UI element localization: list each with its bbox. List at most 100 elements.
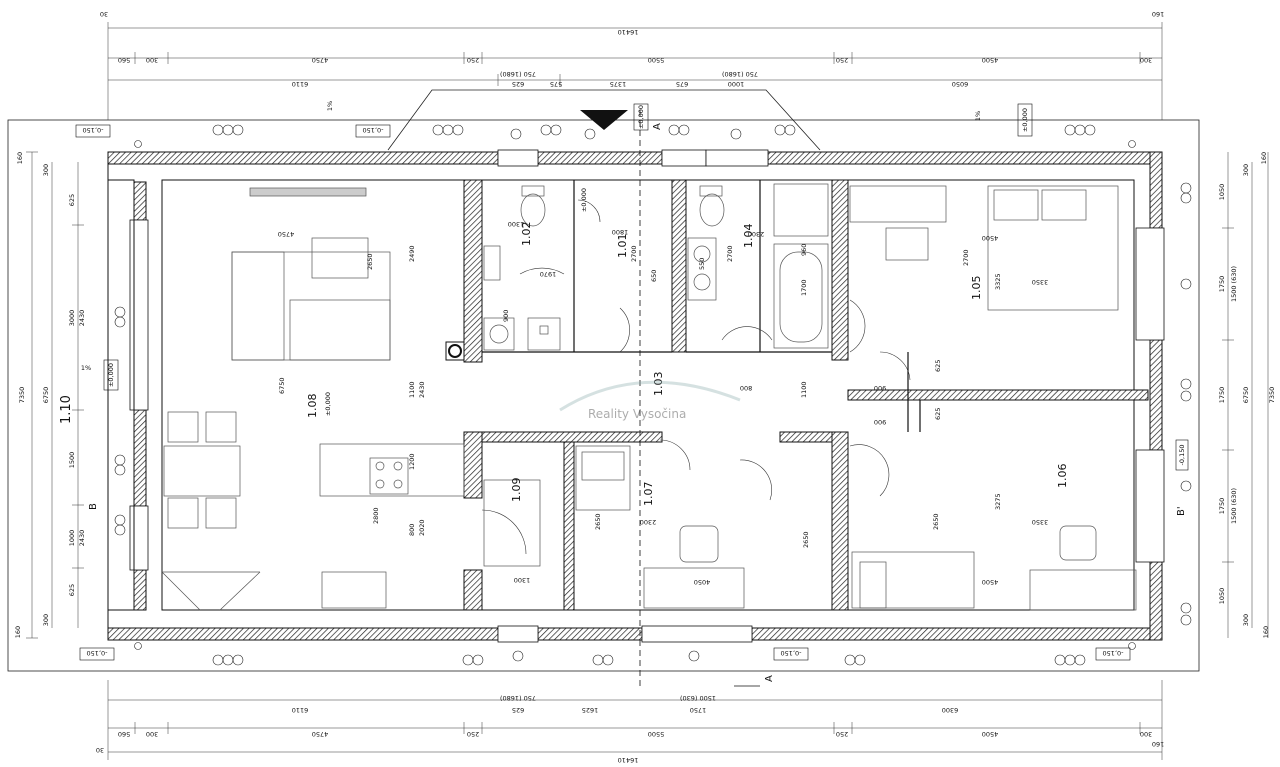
exterior-walls [107,151,1163,641]
chimney-icon [445,341,465,361]
dim-1750-right-b: 1750 [1218,387,1226,404]
dim-1375-top: 1375 [610,80,627,88]
dim-4750-top: 4750 [312,56,329,64]
right-dimensions [1222,152,1269,638]
section-b-prime: B' [1176,506,1187,516]
dim-800-door-108: 800 [408,524,416,536]
dim-750-top: 750 (1680) [500,70,536,78]
dim-2490-living: 2490 [408,245,416,262]
dim-1300-102: 1300 [508,220,525,228]
dim-300b-top: 300 [1140,56,1152,64]
level-zero-1-02: ±0,000 [580,188,588,212]
dim-1750-right-a: 1750 [1218,276,1226,293]
dim-250-bottom: 250 [467,730,479,738]
dim-2700-105: 2700 [962,249,970,266]
dim-300-left-bottom: 300 [42,614,50,626]
dim-300-right-bottom: 300 [1242,614,1250,626]
room-label-1-01: 1.01 [616,234,629,259]
left-dimensions [26,151,84,639]
dim-1300-109: 1300 [514,576,531,584]
interior-dimensions: 4750 2650 2490 6750 1100 2430 1200 2800 … [278,220,1049,586]
level-minus-e: -0,150 [1178,445,1186,466]
section-a-top: A [652,123,663,130]
dim-6750-right: 6750 [1242,387,1250,404]
dim-4750-bottom: 4750 [312,730,329,738]
dim-900-102: 900 [502,310,510,322]
dim-575-top: 575 [550,80,562,88]
dim-300-right-top: 300 [1242,164,1250,176]
dim-2430b-left: 2430 [78,530,86,547]
level-minus-se: -0,150 [1103,649,1124,657]
bottom-dimensions [107,680,1163,760]
dim-1000-left: 1000 [68,530,76,547]
dim-5500-bottom: 5500 [648,730,665,738]
dim-625-hall: 625 [934,360,942,372]
watermark-text: Reality Vysočina [588,407,686,421]
dim-1200-living: 1200 [408,453,416,470]
section-marker-a: A A [580,110,775,690]
dim-625-left-top: 625 [68,194,76,206]
dim-1500-630-right-c: 1500 (630) [1230,488,1238,524]
furniture [161,183,1137,611]
dim-4500-top: 4500 [982,56,999,64]
interior-walls [463,179,1149,611]
dim-900-hall-b: 900 [874,418,886,426]
slope-w: 1% [81,364,91,372]
dim-6110-top: 6110 [292,80,309,88]
dim-6750-living: 6750 [278,377,286,394]
dim-2700-104: 2700 [726,245,734,262]
dim-800-hall: 800 [740,384,752,392]
dim-250b-top: 250 [836,56,848,64]
dim-4500-106: 4500 [982,578,999,586]
top-dimension-labels: 16410 30 160 560 300 4750 250 5500 250 4… [100,10,1164,88]
dim-160-bottom: 160 [1152,740,1164,748]
level-zero-1-08: ±0,000 [324,392,332,416]
dim-650-101: 650 [650,270,658,282]
dim-160-right-bottom: 160 [1262,626,1270,638]
dim-960-104: 960 [800,244,808,256]
dim-2300-104: 2300 [748,230,765,238]
left-dimension-labels: 160 300 625 7350 6750 3000 2430 1500 100… [14,152,86,638]
dim-2430-living: 2430 [418,381,426,398]
opening-tags [114,124,1192,666]
right-dimension-labels: 160 300 1050 1750 1500 (630) 6750 7350 1… [1218,152,1276,638]
section-marker-b: B B' [88,503,1187,516]
room-label-1-10: 1.10 [59,395,74,424]
room-label-1-02: 1.02 [520,222,533,247]
bottom-dimension-labels: 6110 750 (1680) 625 1625 1500 (630) 1750… [96,694,1164,764]
dim-total-bottom: 16410 [618,756,639,764]
dim-1050-right-top: 1050 [1218,184,1226,201]
dim-6050-top: 6050 [952,80,969,88]
dim-30-bottom: 30 [96,746,104,754]
room-label-1-09: 1.09 [510,478,523,503]
dim-625-bottom: 625 [512,706,524,714]
level-markers: -0,150 -0,150 -0,150 -0,150 -0,150 -0,15… [75,101,1189,661]
dim-3325-105: 3325 [994,273,1002,290]
room-label-1-05: 1.05 [970,276,983,301]
dim-250b-bottom: 250 [836,730,848,738]
dim-4500-bottom: 4500 [982,730,999,738]
dim-250-top: 250 [467,56,479,64]
dim-625-left-bottom: 625 [68,584,76,596]
room-label-1-07: 1.07 [642,482,655,507]
dim-4050-107: 4050 [694,578,711,586]
dim-160-left-bottom: 160 [14,626,22,638]
dim-5500-top: 5500 [648,56,665,64]
dim-7350-right: 7350 [1268,387,1276,404]
dim-550-104: 550 [698,258,706,270]
dim-750-bottom: 750 (1680) [500,694,536,702]
top-dimensions [107,22,1163,120]
level-minus-nw: -0,150 [83,126,104,134]
dim-6110-bottom: 6110 [292,706,309,714]
room-labels: 1.01 1.02 1.03 1.04 1.05 1.06 1.07 1.08 … [59,222,1069,507]
level-minus-n: -0,150 [363,126,384,134]
level-zero-entrance: ±0,000 [637,105,645,129]
section-b: B [88,503,99,510]
dim-1625-bottom: 1625 [582,706,599,714]
dim-900-hall: 900 [874,384,886,392]
level-zero-west: ±0,000 [107,363,115,387]
dim-1500-bottom: 1500 (630) [680,694,716,702]
dim-2300-107: 2300 [640,518,657,526]
section-a-bottom: A [764,675,775,682]
dim-2430-left: 2430 [78,310,86,327]
